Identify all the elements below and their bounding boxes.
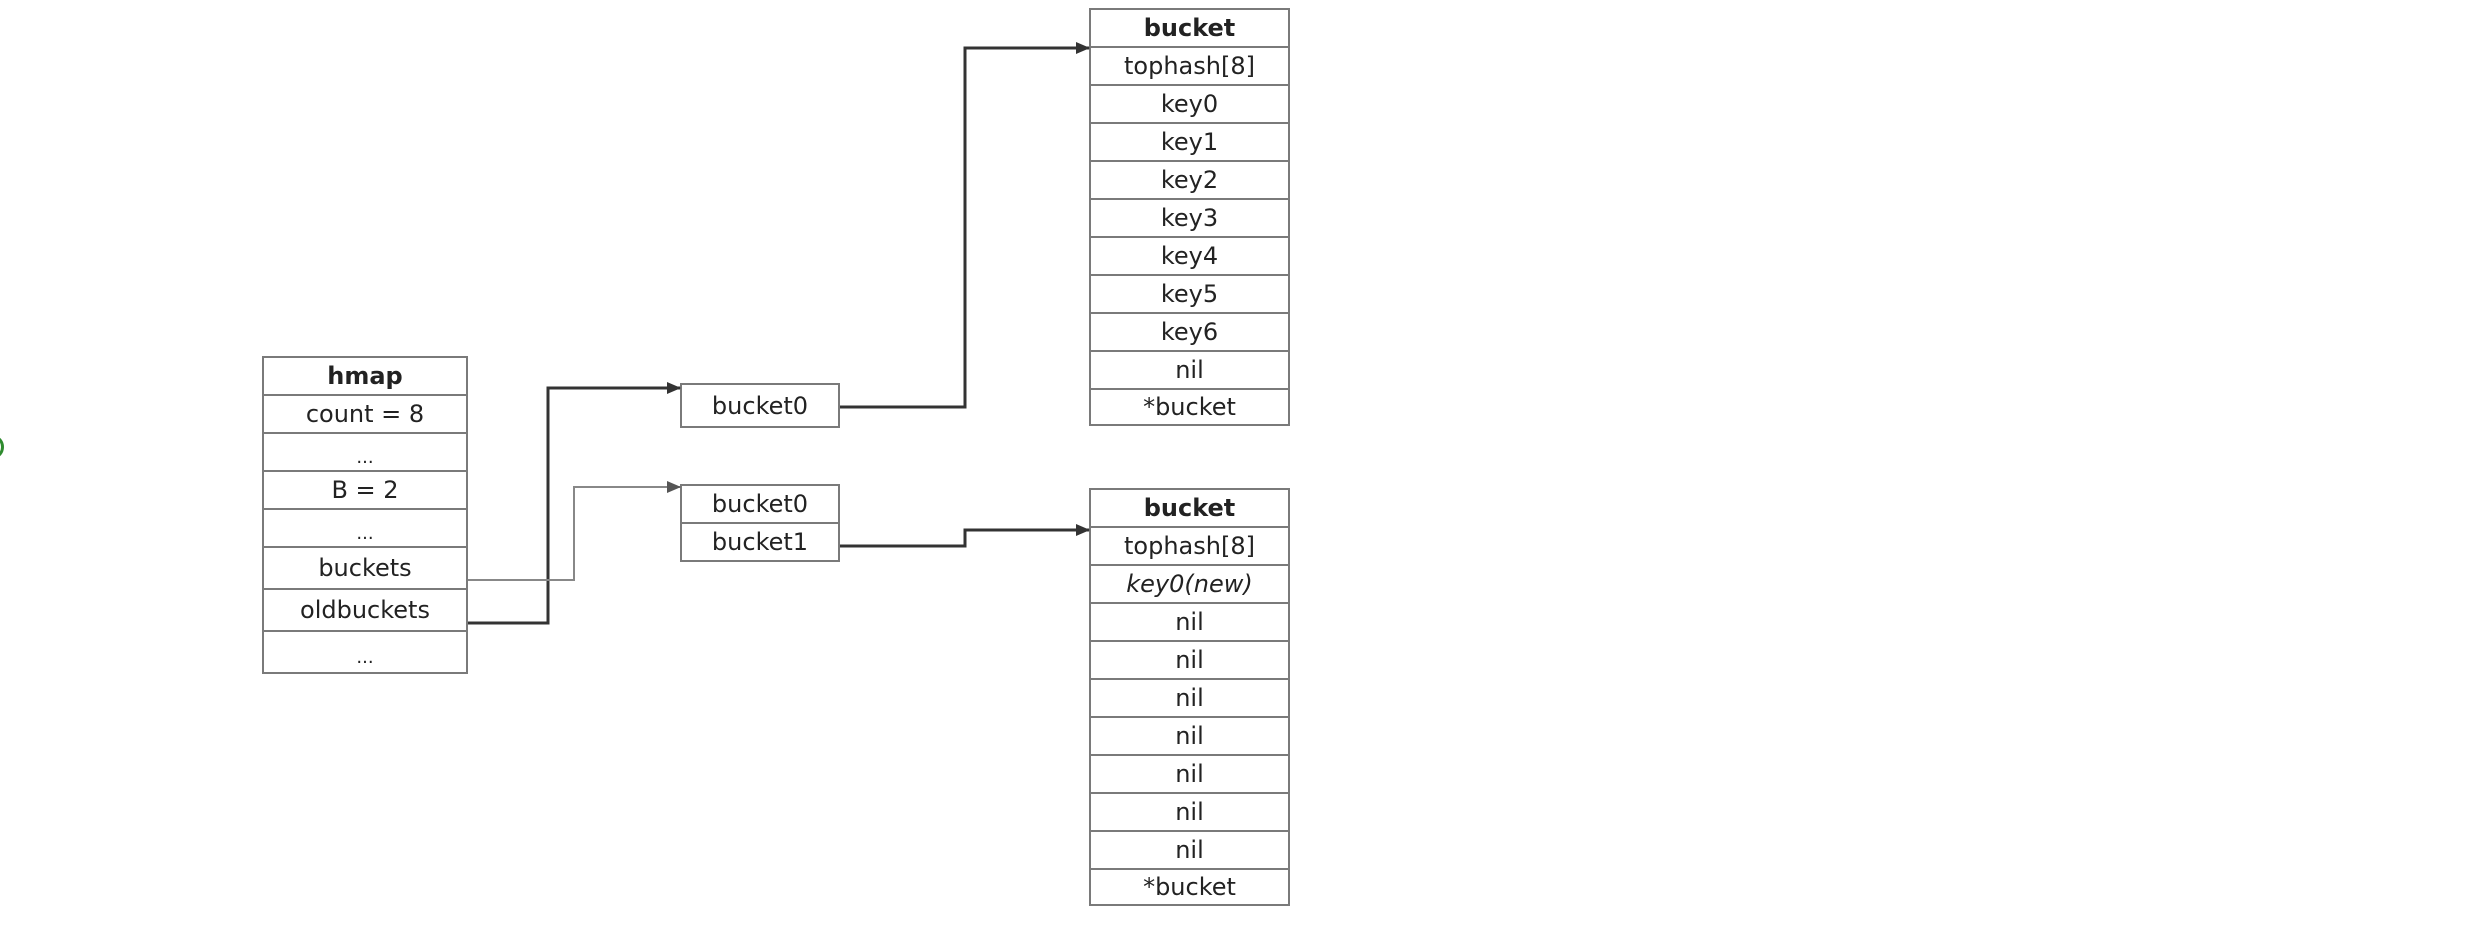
old-bucket0-connector (840, 42, 1090, 409)
new-bucket1-connector (840, 524, 1090, 548)
bucket-top-field-key6: key6 (1089, 312, 1290, 352)
new-array-field-bucket1: bucket1 (680, 522, 840, 562)
hmap-field-hmap: hmap (262, 356, 468, 396)
hmap-field-oldbuckets: oldbuckets (262, 588, 468, 632)
bucket-top-field-bucket: bucket (1089, 8, 1290, 48)
hmap-field-b-2: B = 2 (262, 470, 468, 510)
buckets-connector (468, 481, 681, 581)
hmap-field-dots-4: ... (262, 508, 468, 548)
bucket-bottom-field-key0-new: key0(new) (1089, 564, 1290, 604)
bucket-top-field-bucket: *bucket (1089, 388, 1290, 426)
old-array-field-bucket0: bucket0 (680, 383, 840, 428)
oldbuckets-connector (468, 382, 681, 625)
new-array-field-bucket0: bucket0 (680, 484, 840, 524)
hmap-field-count-8: count = 8 (262, 394, 468, 434)
bucket-top-field-nil: nil (1089, 350, 1290, 390)
bucket-top-field-key3: key3 (1089, 198, 1290, 238)
bucket-bottom-field-bucket: *bucket (1089, 868, 1290, 906)
hmap-field-dots-7: ... (262, 630, 468, 674)
bucket-bottom-field-tophash-8: tophash[8] (1089, 526, 1290, 566)
bucket-top-field-key4: key4 (1089, 236, 1290, 276)
